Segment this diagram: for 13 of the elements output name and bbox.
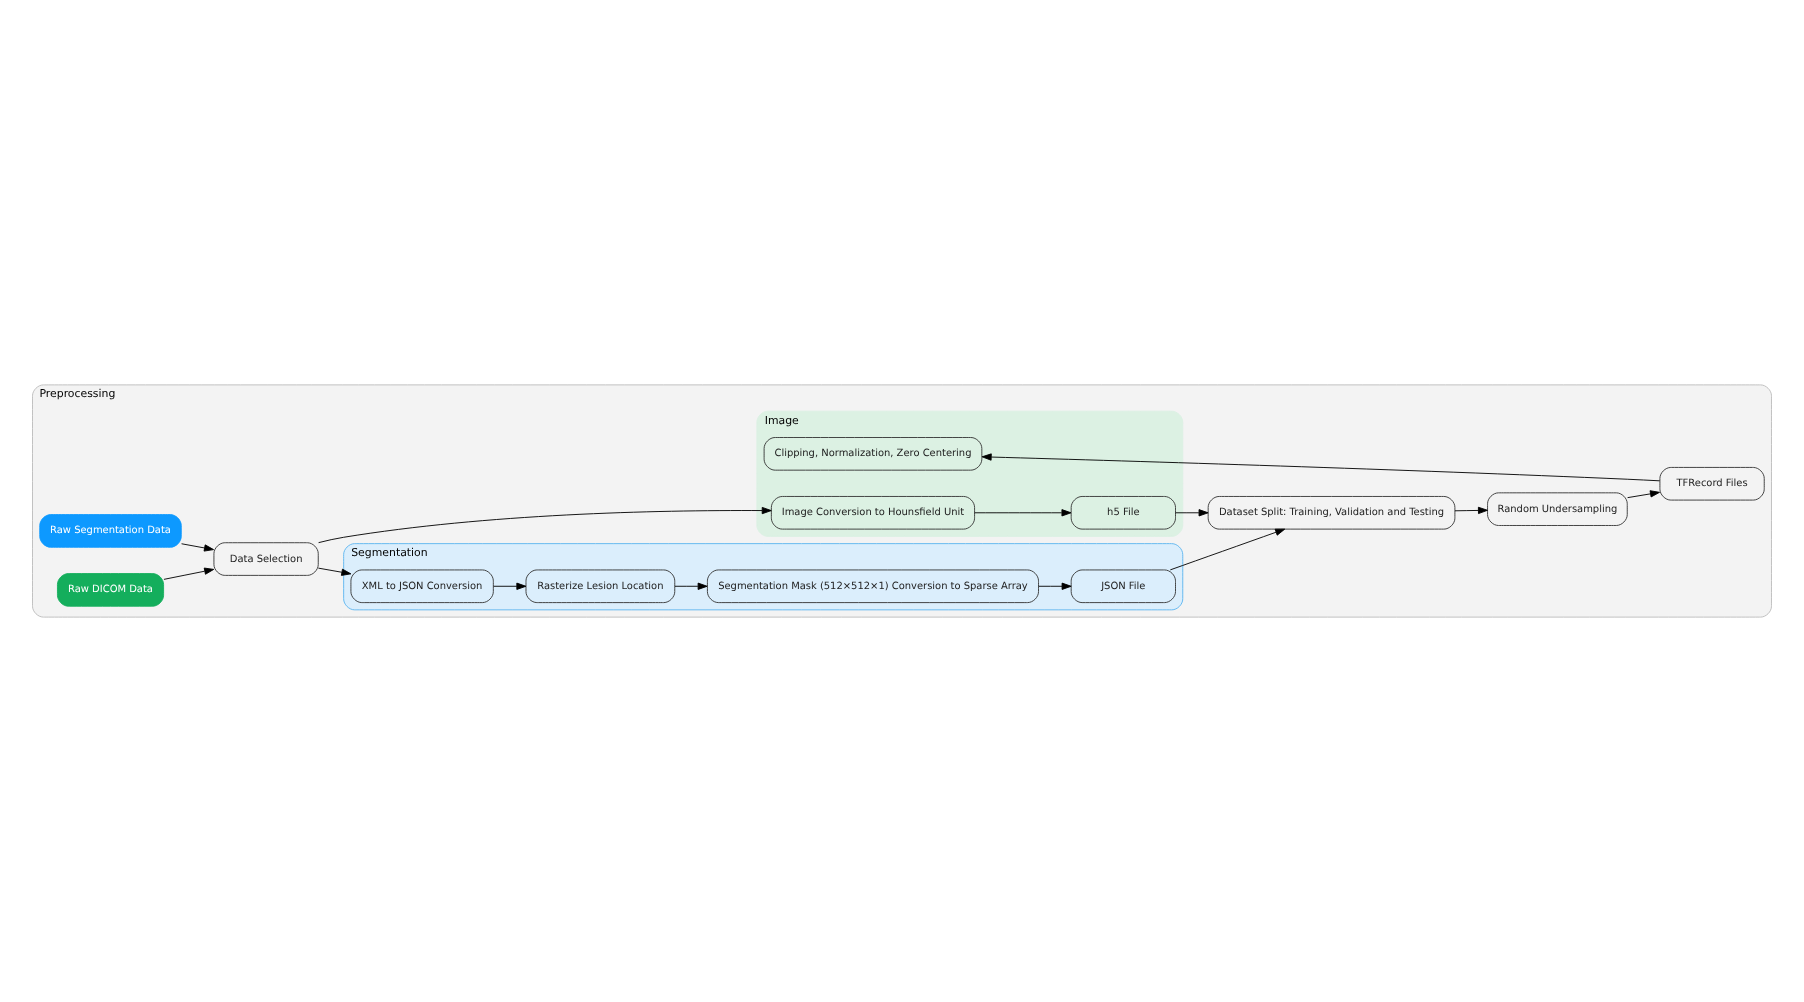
arrow xyxy=(1627,490,1660,499)
arrow xyxy=(981,453,1661,482)
arrow xyxy=(1169,528,1286,571)
arrow xyxy=(1175,509,1209,517)
arrow xyxy=(317,567,352,576)
arrow xyxy=(318,506,772,544)
arrow xyxy=(974,509,1072,517)
arrow xyxy=(493,582,527,590)
arrow xyxy=(181,543,214,552)
arrow xyxy=(163,567,215,580)
arrow xyxy=(1038,582,1072,590)
arrow xyxy=(1454,506,1488,515)
arrow xyxy=(674,582,708,590)
